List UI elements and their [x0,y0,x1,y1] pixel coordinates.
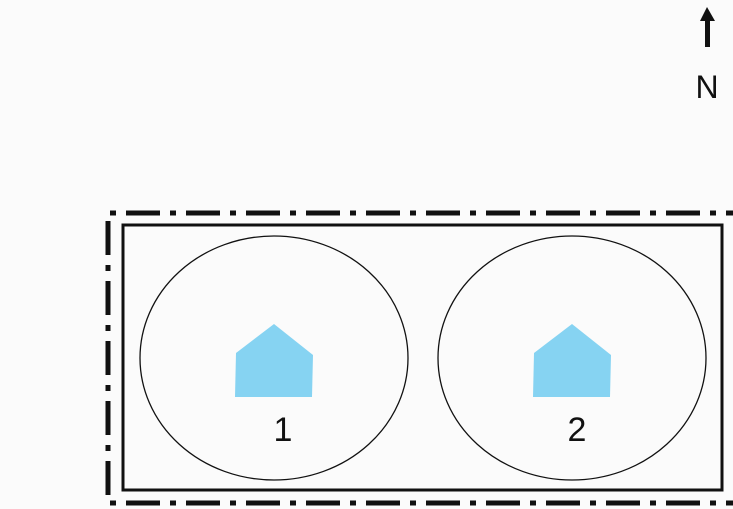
lot-boundary [121,223,724,492]
lot-2: 2 [437,235,707,481]
house-icon [533,324,611,397]
lot-1: 1 [139,235,409,481]
house-icon [235,324,313,397]
lot-1-circle [139,235,409,481]
north-label: N [695,69,718,105]
property-boundary [105,210,733,506]
lot-2-circle [437,235,707,481]
lot-1-number: 1 [274,411,293,449]
lot-2-number: 2 [568,411,587,449]
north-arrow-icon [700,7,715,47]
